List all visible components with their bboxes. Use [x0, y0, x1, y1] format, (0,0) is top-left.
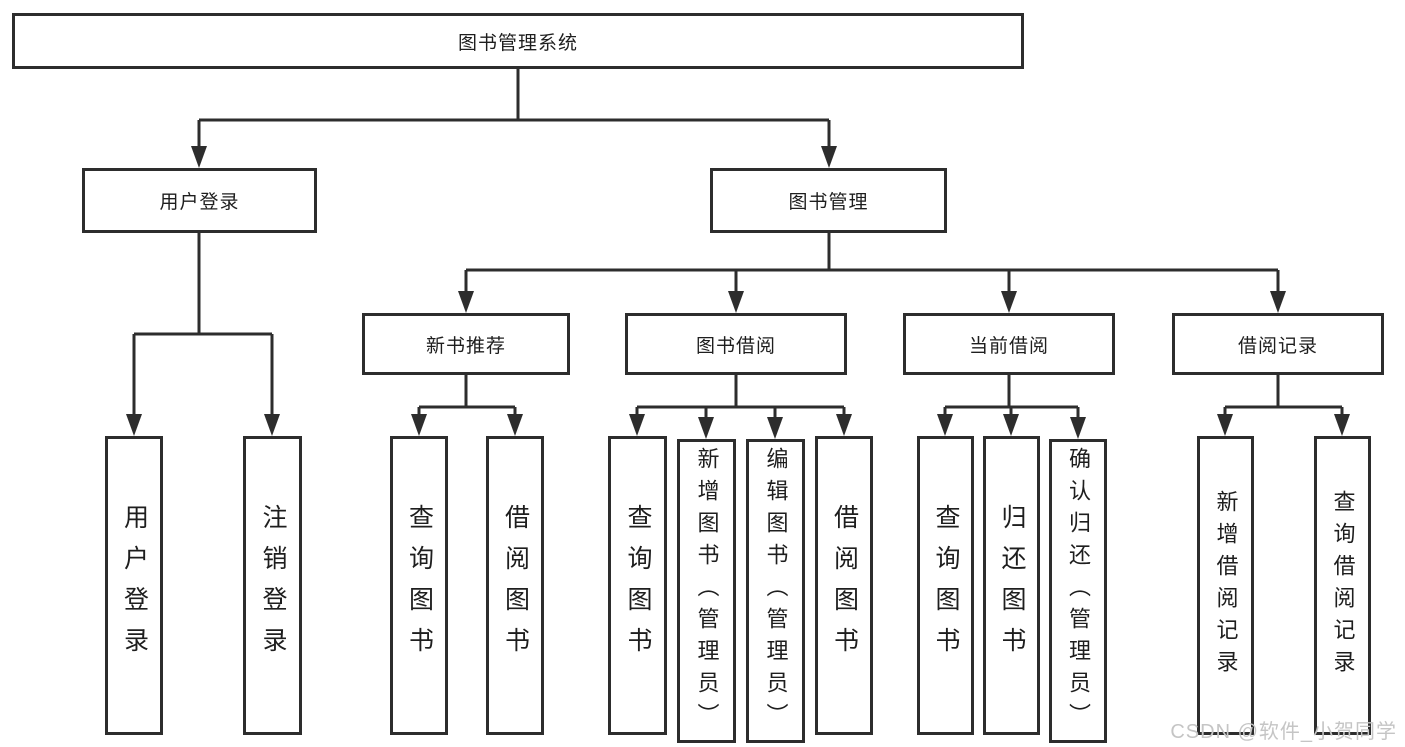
arrowheads-level2 — [191, 146, 837, 168]
connector-book-borrow-group — [635, 375, 846, 422]
node-current-borrowing: 当前借阅 — [903, 313, 1115, 375]
node-label: 查询图书 — [624, 503, 652, 668]
node-book-management: 图书管理 — [710, 168, 947, 233]
node-label: 新书推荐 — [425, 335, 506, 357]
node-label: 图书借阅 — [695, 335, 776, 357]
arrowheads-user-login-group — [126, 414, 280, 436]
node-query-books-borrow: 查询图书 — [608, 436, 667, 735]
node-borrow-books-recommend: 借阅图书 — [486, 436, 544, 735]
node-edit-book-admin: 编辑图书（管理员） — [746, 439, 805, 743]
node-label: 借阅图书 — [501, 503, 530, 668]
connector-new-book-group — [417, 375, 517, 420]
node-label: 借阅记录 — [1237, 335, 1318, 357]
node-label: 编辑图书（管理员） — [763, 447, 789, 735]
node-label: 当前借阅 — [968, 335, 1049, 357]
connector-book-management-group — [464, 233, 1280, 295]
connector-root-to-level2 — [197, 69, 831, 150]
connector-borrow-records-group — [1223, 375, 1344, 420]
arrowheads-borrow-records-group — [1217, 414, 1350, 436]
node-return-book: 归还图书 — [983, 436, 1040, 735]
node-label: 查询图书 — [405, 503, 434, 668]
node-label: 新增借阅记录 — [1213, 489, 1239, 682]
node-library-management-system: 图书管理系统 — [12, 13, 1024, 69]
node-label: 图书管理系统 — [457, 32, 578, 54]
csdn-watermark: CSDN @软件_小贺同学 — [1170, 721, 1397, 743]
node-label: 查询图书 — [932, 503, 960, 668]
node-label: 用户登录 — [159, 192, 240, 213]
arrowheads-book-borrow-group — [629, 414, 852, 439]
node-label: 用户登录 — [120, 503, 149, 668]
node-label: 新增图书（管理员） — [694, 447, 720, 735]
node-add-book-admin: 新增图书（管理员） — [677, 439, 736, 743]
node-query-books-recommend: 查询图书 — [390, 436, 448, 735]
node-label: 图书管理 — [788, 192, 869, 213]
node-query-borrow-record: 查询借阅记录 — [1314, 436, 1371, 735]
arrowheads-current-borrow-group — [937, 414, 1086, 439]
node-book-borrowing: 图书借阅 — [625, 313, 847, 375]
node-label: 借阅图书 — [830, 503, 859, 668]
connector-user-login-group — [132, 233, 274, 418]
node-user-login: 用户登录 — [82, 168, 317, 233]
node-new-book-recommendation: 新书推荐 — [362, 313, 570, 375]
node-label: 注销登录 — [259, 503, 287, 668]
node-label: 归还图书 — [998, 503, 1026, 668]
connector-current-borrow-group — [943, 375, 1080, 422]
node-query-books-current: 查询图书 — [917, 436, 974, 735]
arrowheads-new-book-group — [411, 414, 523, 436]
node-add-borrow-record: 新增借阅记录 — [1197, 436, 1254, 735]
node-borrow-books-borrow: 借阅图书 — [815, 436, 873, 735]
node-user-login-action: 用户登录 — [105, 436, 163, 735]
node-borrowing-records: 借阅记录 — [1172, 313, 1384, 375]
node-confirm-return-admin: 确认归还（管理员） — [1049, 439, 1107, 743]
node-label: 查询借阅记录 — [1330, 489, 1356, 682]
arrowheads-level3 — [458, 291, 1286, 313]
node-label: 确认归还（管理员） — [1066, 447, 1091, 735]
node-logout: 注销登录 — [243, 436, 302, 735]
